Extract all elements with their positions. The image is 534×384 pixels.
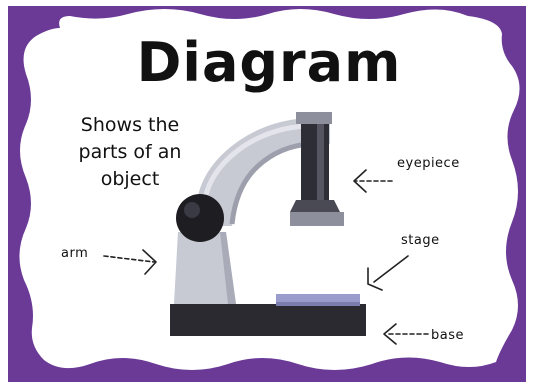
poster-title: Diagram	[136, 31, 402, 94]
focus-knob-shine	[184, 202, 200, 218]
eyepiece-tube-shine	[317, 124, 324, 200]
arm-arrow-head	[142, 249, 157, 275]
label-base: base	[431, 328, 464, 343]
eyepiece-tube	[301, 124, 329, 200]
stage-shadow	[276, 302, 360, 306]
eyepiece-top-cap	[296, 112, 332, 124]
label-arm: arm	[61, 246, 89, 261]
microscope-base	[170, 304, 366, 336]
arm-pillar-shade	[220, 232, 236, 304]
label-eyepiece: eyepiece	[397, 156, 460, 171]
label-stage: stage	[401, 233, 440, 248]
poster-subtitle: Shows the parts of an object	[78, 114, 182, 190]
arm-arrow-line	[103, 255, 155, 263]
arm-shade	[229, 141, 311, 225]
focus-knob	[176, 194, 224, 242]
microscope-illustration	[170, 112, 366, 336]
stage-arrow-line	[373, 255, 409, 283]
scalloped-panel	[19, 9, 520, 370]
arrow-icon	[103, 169, 429, 345]
base-arrow-head	[383, 323, 397, 345]
arm-highlight	[201, 123, 309, 211]
stage-arrow-head	[367, 267, 383, 291]
eyepiece-flare	[290, 200, 340, 212]
eyepiece-arrow-head	[353, 169, 367, 193]
microscope-arm-pillar	[174, 232, 236, 304]
objective-lens	[290, 212, 344, 226]
